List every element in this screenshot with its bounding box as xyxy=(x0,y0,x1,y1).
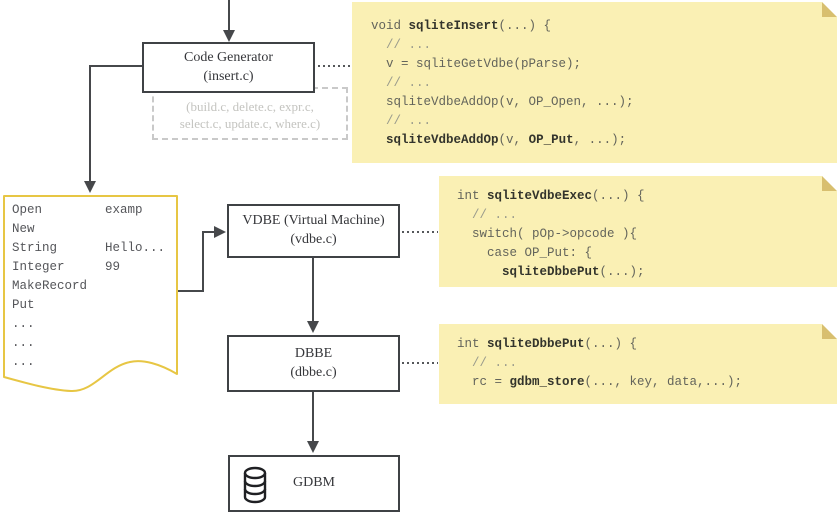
code-line: int sqliteDbbePut(...) { xyxy=(457,335,837,354)
code-segment: // ... xyxy=(457,356,518,370)
arrow-dbbe-to-gdbm xyxy=(307,392,319,453)
code-line: sqliteVdbeAddOp(v, OP_Put, ...); xyxy=(371,131,837,150)
code-segment: OP_Put xyxy=(528,133,574,147)
vdbe-title: VDBE (Virtual Machine) xyxy=(242,213,385,229)
folded-corner-icon xyxy=(822,176,837,191)
code-line: // ... xyxy=(371,74,837,93)
code-segment: switch( pOp->opcode ){ xyxy=(457,227,638,241)
code-block: int sqliteVdbeExec(...) { // ... switch(… xyxy=(457,187,837,282)
other-files-line1: (build.c, delete.c, expr.c, xyxy=(186,99,314,115)
folded-corner-icon xyxy=(822,2,837,17)
opcode-name: MakeRecord xyxy=(12,279,88,293)
code-segment: case OP_Put: { xyxy=(457,246,593,260)
opcode-name: String xyxy=(12,241,58,255)
code-line: case OP_Put: { xyxy=(457,244,837,263)
arrow-code-generator-to-listing xyxy=(84,65,142,193)
opcode-row: Integer 99 xyxy=(12,258,172,277)
code-line: // ... xyxy=(457,206,837,225)
code-segment: sqliteInsert xyxy=(408,19,499,33)
code-line: sqliteVdbeAddOp(v, OP_Open, ...); xyxy=(371,93,837,112)
code-segment: sqliteVdbeExec xyxy=(487,189,593,203)
opcode-row: ... xyxy=(12,315,172,334)
code-line: rc = gdbm_store(..., key, data,...); xyxy=(457,373,837,392)
gdbm-title: GDBM xyxy=(292,475,335,491)
code-segment: sqliteDbbePut xyxy=(502,265,600,279)
dbbe-title: DBBE xyxy=(294,345,333,361)
opcode-name: Integer xyxy=(12,260,65,274)
vdbe-filename: (vdbe.c) xyxy=(290,232,337,247)
code-segment: (v, xyxy=(498,133,529,147)
code-block: int sqliteDbbePut(...) { // ... rc = gdb… xyxy=(457,335,837,392)
code-segment: // ... xyxy=(371,114,432,128)
code-segment: v = sqliteGetVdbe(pParse); xyxy=(371,57,582,71)
arrow-listing-to-vdbe xyxy=(178,226,226,292)
code-segment xyxy=(371,133,386,147)
code-line: sqliteDbbePut(...); xyxy=(457,263,837,282)
arrow-parser-to-code-generator xyxy=(223,0,235,42)
code-note-sqliteInsert: void sqliteInsert(...) { // ... v = sqli… xyxy=(352,2,837,163)
code-generator-title: Code Generator xyxy=(183,49,274,65)
arrow-vdbe-to-dbbe xyxy=(307,258,319,333)
opcode-row: Open examp xyxy=(12,201,172,220)
other-files-line2: select.c, update.c, where.c) xyxy=(179,116,321,132)
code-segment: int xyxy=(457,189,488,203)
code-note-sqliteVdbeExec: int sqliteVdbeExec(...) { // ... switch(… xyxy=(439,176,837,287)
node-code-generator: Code Generator (insert.c) xyxy=(142,42,315,93)
code-segment: sqliteVdbeAddOp(v, OP_Open, ...); xyxy=(371,95,634,109)
opcode-row: ... xyxy=(12,334,172,353)
code-line: int sqliteVdbeExec(...) { xyxy=(457,187,837,206)
code-segment: // ... xyxy=(457,208,518,222)
code-segment: , ...); xyxy=(573,133,627,147)
code-note-sqliteDbbePut: int sqliteDbbePut(...) { // ... rc = gdb… xyxy=(439,324,837,404)
opcode-name: New xyxy=(12,222,35,236)
opcode-arg: Hello... xyxy=(105,241,166,255)
code-line: // ... xyxy=(371,112,837,131)
opcode-name: ... xyxy=(12,336,35,350)
code-segment: (..., key, data,...); xyxy=(584,375,743,389)
program-listing-scroll xyxy=(3,195,178,393)
code-segment: (...); xyxy=(599,265,645,279)
database-cylinder-icon xyxy=(243,466,267,504)
code-generator-filename: (insert.c) xyxy=(203,68,254,84)
code-block: void sqliteInsert(...) { // ... v = sqli… xyxy=(371,17,837,150)
code-line: // ... xyxy=(457,354,837,373)
code-segment: sqliteDbbePut xyxy=(487,337,585,351)
code-segment: void xyxy=(371,19,409,33)
dbbe-filename: (dbbe.c) xyxy=(290,364,337,380)
opcode-arg: 99 xyxy=(105,260,121,274)
opcode-row: String Hello... xyxy=(12,239,172,258)
code-line: switch( pOp->opcode ){ xyxy=(457,225,837,244)
code-segment: (...) { xyxy=(592,189,645,203)
opcode-row: New xyxy=(12,220,172,239)
opcode-row: MakeRecord xyxy=(12,277,172,296)
code-segment: int xyxy=(457,337,488,351)
code-segment: gdbm_store xyxy=(509,375,585,389)
node-dbbe: DBBE (dbbe.c) xyxy=(227,335,400,392)
opcode-name: Open xyxy=(12,203,43,217)
code-segment: (...) { xyxy=(498,19,552,33)
code-line: void sqliteInsert(...) { xyxy=(371,17,837,36)
opcode-name: Put xyxy=(12,298,35,312)
opcode-row: Put xyxy=(12,296,172,315)
code-segment: (...) { xyxy=(584,337,638,351)
opcode-name: ... xyxy=(12,317,35,331)
opcode-name: ... xyxy=(12,355,35,369)
code-segment: // ... xyxy=(371,38,432,52)
node-gdbm: GDBM xyxy=(228,455,400,512)
node-vdbe: VDBE (Virtual Machine) (vdbe.c) xyxy=(227,204,400,258)
code-segment: rc = xyxy=(457,375,510,389)
code-segment xyxy=(457,265,502,279)
code-segment: // ... xyxy=(371,76,432,90)
node-other-source-files: (build.c, delete.c, expr.c, select.c, up… xyxy=(152,87,348,140)
code-line: v = sqliteGetVdbe(pParse); xyxy=(371,55,837,74)
opcode-row: ... xyxy=(12,353,172,372)
opcode-arg: examp xyxy=(105,203,143,217)
code-line: // ... xyxy=(371,36,837,55)
folded-corner-icon xyxy=(822,324,837,339)
code-segment: sqliteVdbeAddOp xyxy=(386,133,499,147)
